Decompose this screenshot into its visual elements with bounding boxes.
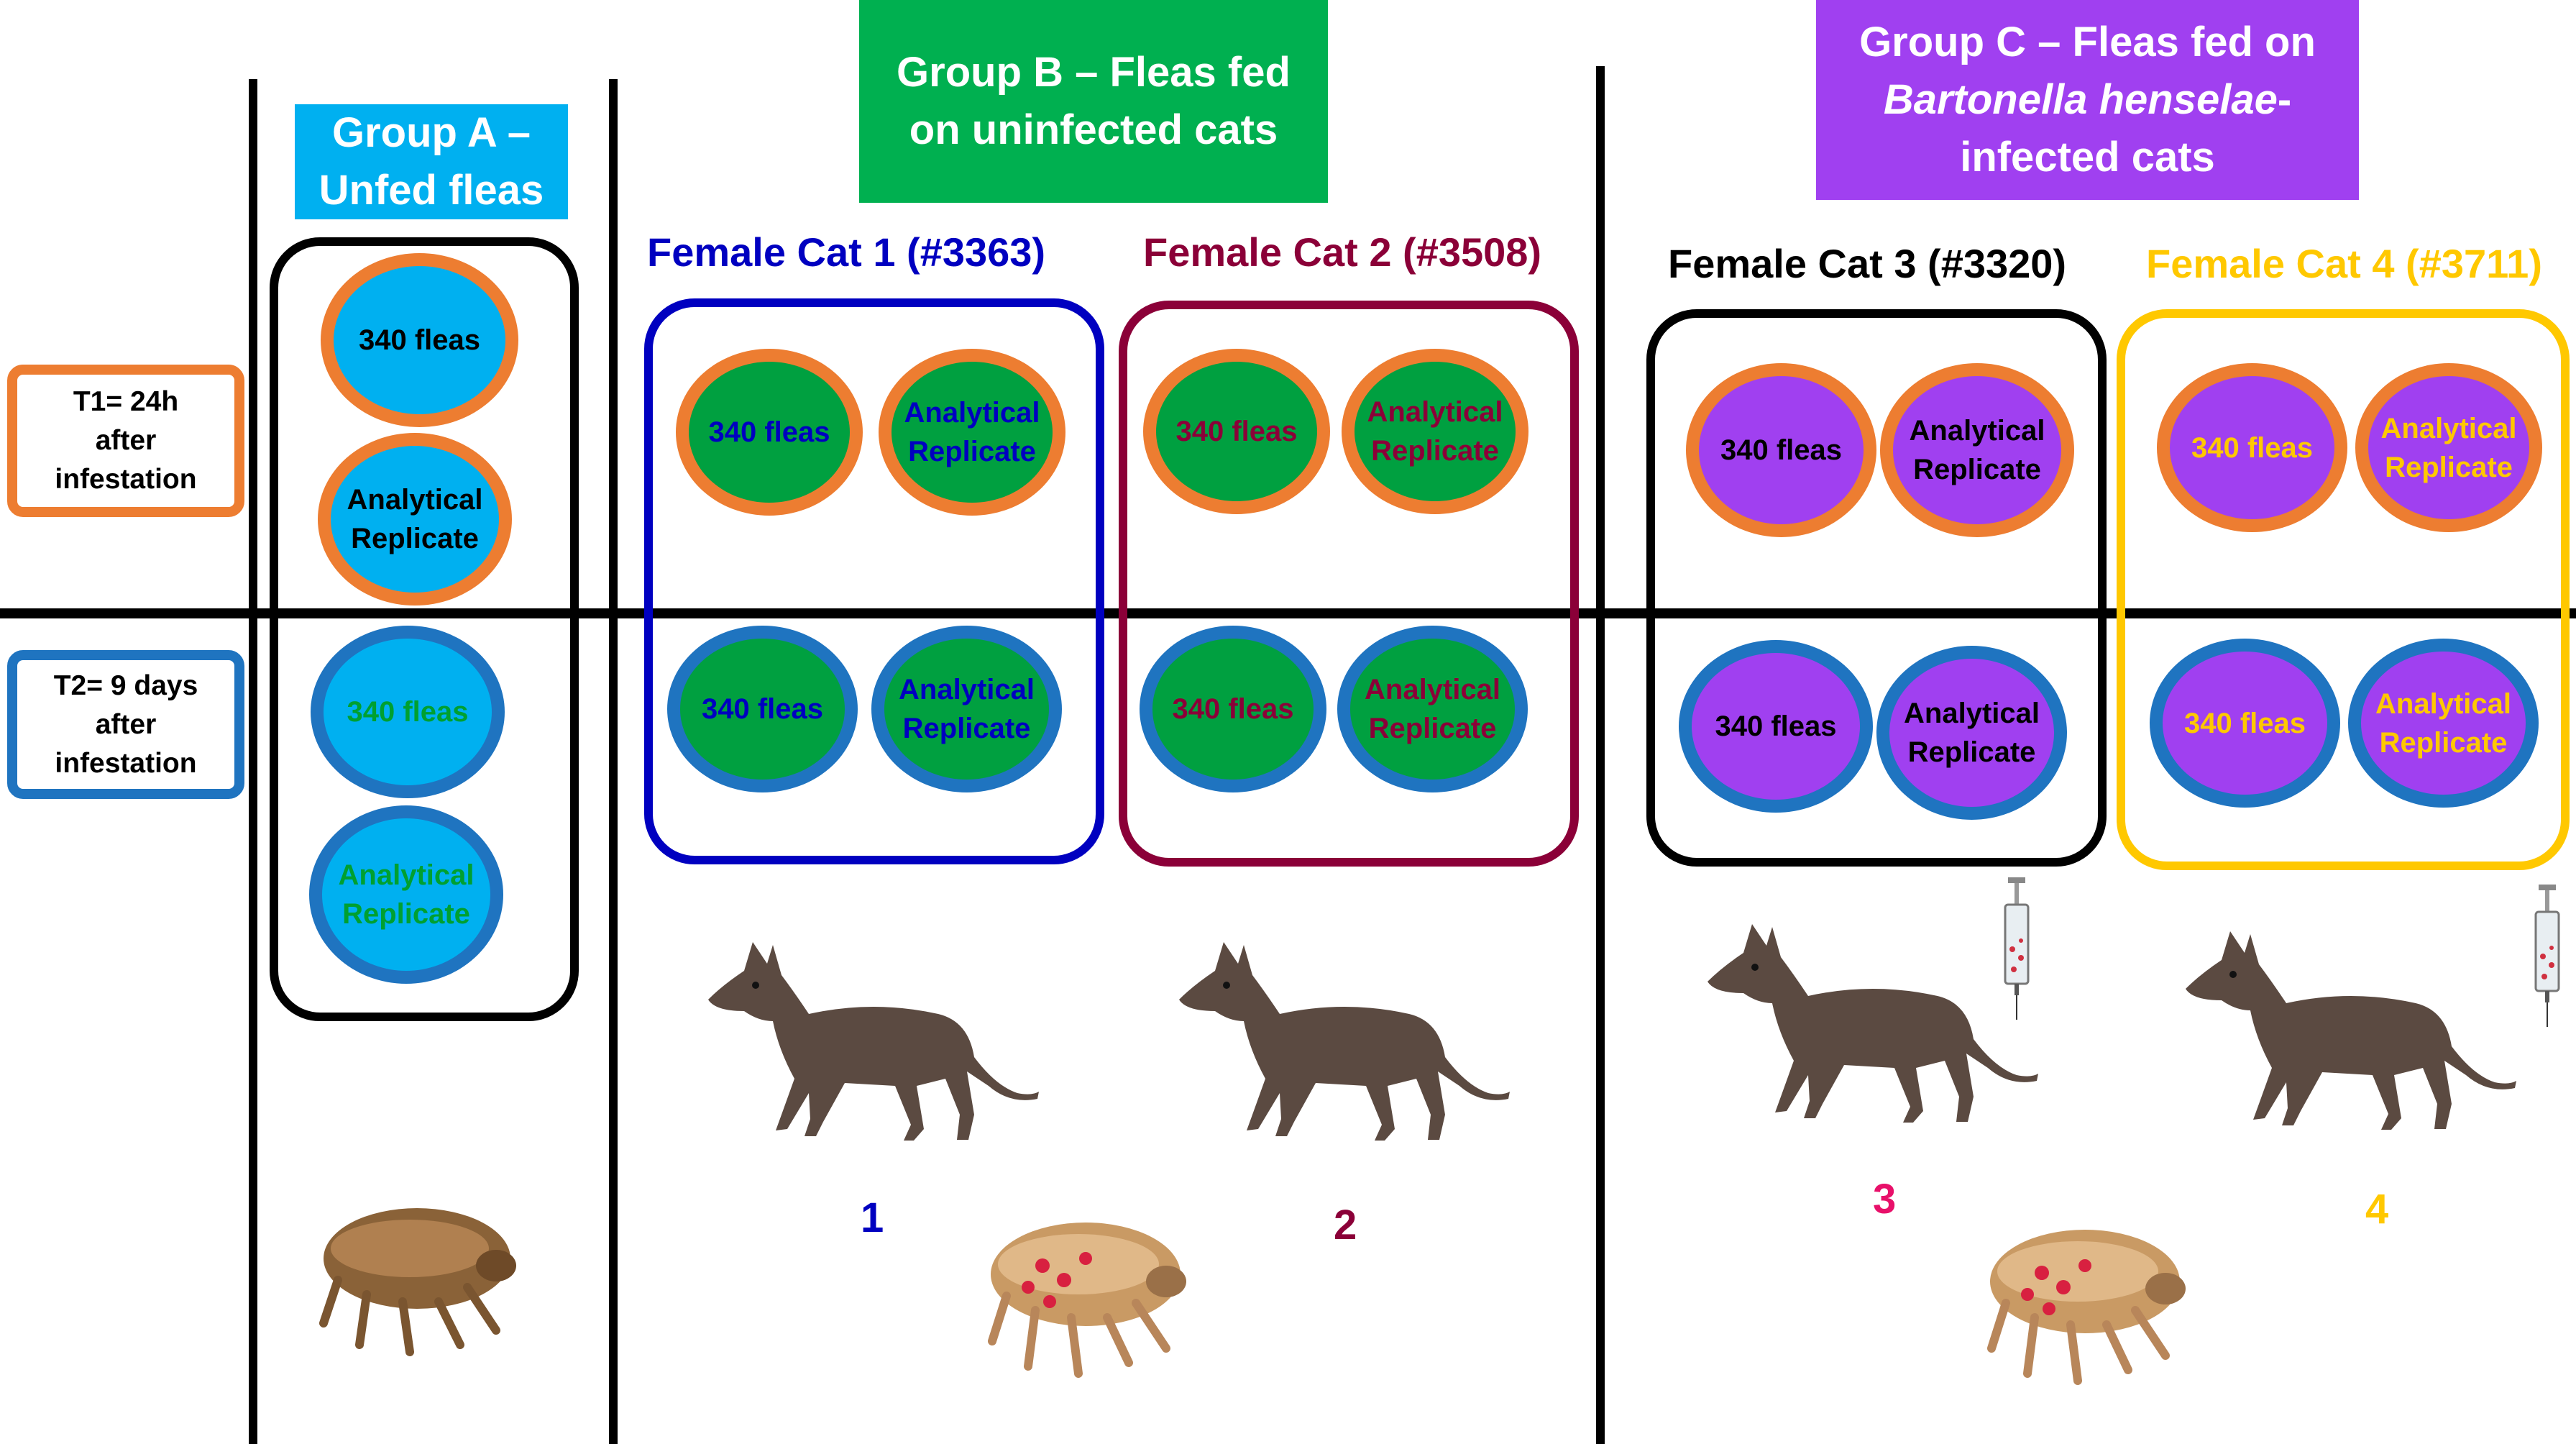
timepoint-t2-label: T2= 9 days after infestation (7, 650, 244, 799)
cat-icon (1179, 942, 1510, 1141)
cat-3-number: 3 (1873, 1176, 1897, 1223)
divider-line-2 (609, 79, 618, 1444)
cat-3-title: Female Cat 3 (#3320) (1668, 241, 2067, 286)
replicate-label-1: Analytical (1367, 396, 1503, 428)
fleas-label: 340 fleas (2183, 707, 2306, 739)
replicate-label-1: Analytical (904, 397, 1040, 429)
flea-icon (988, 1223, 1186, 1378)
group-a-line1: Group A – (331, 109, 531, 156)
cat-3-box (1646, 309, 2107, 867)
replicate-label-2: Replicate (351, 523, 479, 554)
replicate-label-1: Analytical (2375, 687, 2511, 720)
replicate-label-2: Replicate (908, 436, 1036, 467)
group-b-header: Group B – Fleas fed on uninfected cats (859, 0, 1328, 203)
replicate-label-2: Replicate (1368, 713, 1497, 744)
group-c-line3: infected cats (1960, 134, 2215, 180)
group-b-line2: on uninfected cats (909, 106, 1278, 153)
cat-2-t2-replicate-circle: Analytical Replicate (1337, 626, 1528, 792)
cat-3-t2-replicate-circle: Analytical Replicate (1876, 646, 2067, 820)
group-b-line1: Group B – Fleas fed (897, 49, 1291, 96)
cat-1-t1-fleas-circle: 340 fleas (676, 349, 863, 516)
group-a-t2-fleas-circle: 340 fleas (311, 626, 505, 798)
replicate-label-1: Analytical (1904, 698, 2040, 729)
fleas-label: 340 fleas (358, 324, 481, 356)
replicate-label-2: Replicate (2379, 726, 2508, 759)
cat-4-t1-fleas-circle: 340 fleas (2157, 363, 2347, 532)
group-a-line2: Unfed fleas (318, 167, 544, 214)
divider-line-3 (1596, 66, 1605, 1444)
group-c-header: Group C – Fleas fed on Bartonella hensel… (1816, 0, 2359, 200)
syringe-icon (2004, 877, 2030, 1020)
cat-icon (708, 942, 1039, 1141)
replicate-label-2: Replicate (342, 898, 470, 930)
fleas-label: 340 fleas (701, 693, 824, 725)
group-a-t1-fleas-circle: 340 fleas (321, 253, 518, 427)
cat-1-t2-fleas-circle: 340 fleas (667, 626, 858, 792)
replicate-label-1: Analytical (899, 674, 1035, 705)
cat-2-t1-fleas-circle: 340 fleas (1143, 349, 1330, 514)
flea-icon (319, 1208, 516, 1356)
cat-1-box (644, 298, 1104, 864)
replicate-label-2: Replicate (2385, 451, 2513, 483)
t2-line3: infestation (55, 747, 197, 779)
fleas-label: 340 fleas (1175, 416, 1298, 447)
cat-4-box (2117, 309, 2570, 870)
syringe-icon (2534, 885, 2560, 1027)
cat-2-number: 2 (1334, 1202, 1357, 1248)
cat-3-t2-fleas-circle: 340 fleas (1679, 640, 1873, 813)
cat-4-t1-replicate-circle: Analytical Replicate (2355, 363, 2542, 532)
cat-icon (2186, 931, 2516, 1130)
group-a-header: Group A – Unfed fleas (295, 104, 568, 219)
cat-4-number: 4 (2365, 1186, 2389, 1233)
timepoint-t1-label: T1= 24h after infestation (7, 365, 244, 517)
fleas-label: 340 fleas (2191, 431, 2314, 464)
replicate-label-1: Analytical (1365, 674, 1500, 705)
group-a-t1-replicate-circle: Analytical Replicate (318, 433, 512, 606)
fleas-label: 340 fleas (708, 416, 830, 448)
cat-2-box (1119, 301, 1579, 867)
cat-2-t1-replicate-circle: Analytical Replicate (1342, 349, 1528, 514)
cat-2-title: Female Cat 2 (#3508) (1143, 229, 1542, 275)
cat-1-t2-replicate-circle: Analytical Replicate (871, 626, 1062, 792)
fleas-label: 340 fleas (347, 696, 469, 728)
group-c-line1: Group C – Fleas fed on (1859, 19, 2316, 65)
group-c-species: Bartonella henselae (1883, 76, 2278, 123)
replicate-label-2: Replicate (1907, 736, 2036, 768)
replicate-label-1: Analytical (338, 859, 475, 891)
group-c-line2: Bartonella henselae- (1884, 71, 2291, 129)
replicate-label-1: Analytical (1909, 415, 2045, 447)
cat-1-t1-replicate-circle: Analytical Replicate (879, 349, 1065, 516)
t2-line2: after (95, 708, 157, 740)
cat-1-title: Female Cat 1 (#3363) (647, 229, 1046, 275)
cat-2-t2-fleas-circle: 340 fleas (1140, 626, 1326, 792)
replicate-label-1: Analytical (347, 484, 483, 516)
timepoint-divider (0, 608, 2576, 618)
t1-line2: after (95, 425, 157, 456)
replicate-label-1: Analytical (2380, 412, 2517, 444)
group-a-box (270, 237, 579, 1021)
cat-3-t1-fleas-circle: 340 fleas (1686, 363, 1876, 537)
t1-line1: T1= 24h (73, 386, 179, 417)
t2-line1: T2= 9 days (53, 670, 198, 701)
t1-line3: infestation (55, 464, 197, 495)
cat-1-number: 1 (861, 1194, 884, 1241)
cat-4-t2-replicate-circle: Analytical Replicate (2348, 639, 2539, 808)
cat-4-t2-fleas-circle: 340 fleas (2150, 639, 2340, 808)
cat-3-t1-replicate-circle: Analytical Replicate (1880, 363, 2074, 537)
group-c-dash: - (2277, 76, 2292, 123)
cat-icon (1708, 924, 2038, 1123)
replicate-label-2: Replicate (1371, 435, 1499, 467)
cat-4-title: Female Cat 4 (#3711) (2146, 241, 2542, 286)
fleas-label: 340 fleas (1172, 693, 1294, 725)
fleas-label: 340 fleas (1715, 710, 1837, 742)
replicate-label-2: Replicate (1913, 454, 2041, 485)
replicate-label-2: Replicate (902, 713, 1031, 744)
group-a-t2-replicate-circle: Analytical Replicate (309, 805, 503, 984)
flea-icon (1987, 1230, 2186, 1385)
divider-line-1 (249, 79, 257, 1444)
fleas-label: 340 fleas (1720, 434, 1843, 466)
